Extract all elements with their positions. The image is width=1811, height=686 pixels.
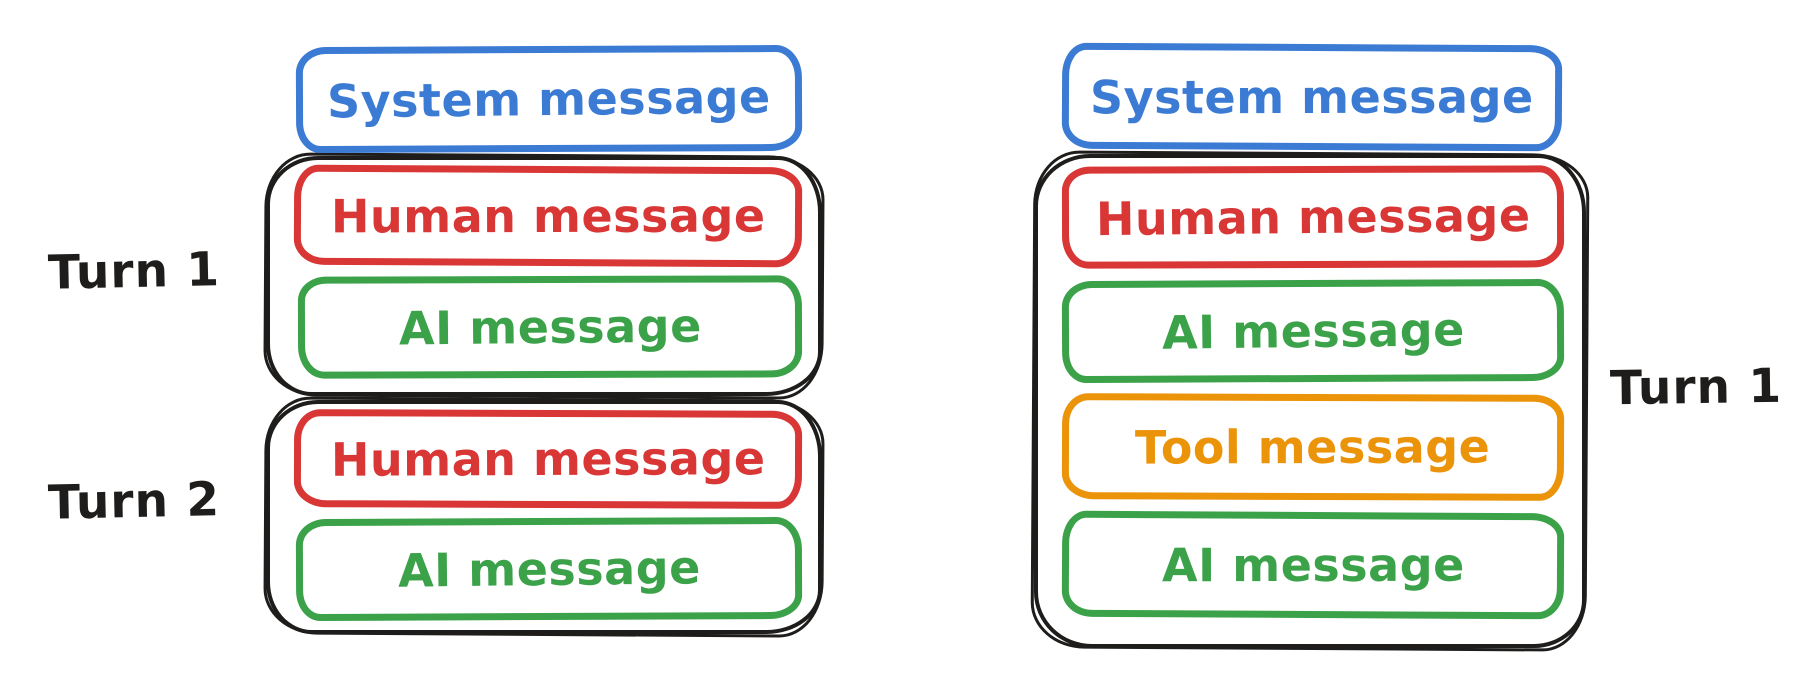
turn-1-label-right: Turn 1 <box>1609 358 1783 417</box>
ai-message-box-right-1: AI message <box>1061 278 1565 384</box>
ai-message-box-left-turn2: AI message <box>295 516 803 622</box>
system-message-box-left: System message <box>295 44 803 154</box>
ai-message-label: AI message <box>1161 302 1465 360</box>
system-message-label: System message <box>1090 69 1534 125</box>
ai-message-box-left-turn1: AI message <box>297 275 803 379</box>
ai-message-box-right-2: AI message <box>1061 510 1565 620</box>
human-message-box-left-turn1: Human message <box>293 164 803 268</box>
turn-1-group-left <box>266 156 822 396</box>
turn-2-label-left: Turn 2 <box>47 472 221 531</box>
ai-message-label: AI message <box>1161 537 1465 593</box>
human-message-label: Human message <box>330 188 766 244</box>
tool-message-box-right: Tool message <box>1061 393 1565 501</box>
turn-1-label-left: Turn 1 <box>47 242 221 301</box>
human-message-box-left-turn2: Human message <box>293 409 803 509</box>
ai-message-label: AI message <box>397 540 701 598</box>
turn-2-group-left <box>266 400 822 634</box>
tool-message-label: Tool message <box>1135 419 1491 475</box>
human-message-box-right: Human message <box>1061 165 1565 269</box>
system-message-box-right: System message <box>1061 42 1563 152</box>
human-message-label: Human message <box>1095 187 1531 247</box>
system-message-label: System message <box>326 69 772 129</box>
ai-message-label: AI message <box>398 298 702 356</box>
turn-1-group-right <box>1034 154 1586 648</box>
human-message-label: Human message <box>330 431 766 487</box>
